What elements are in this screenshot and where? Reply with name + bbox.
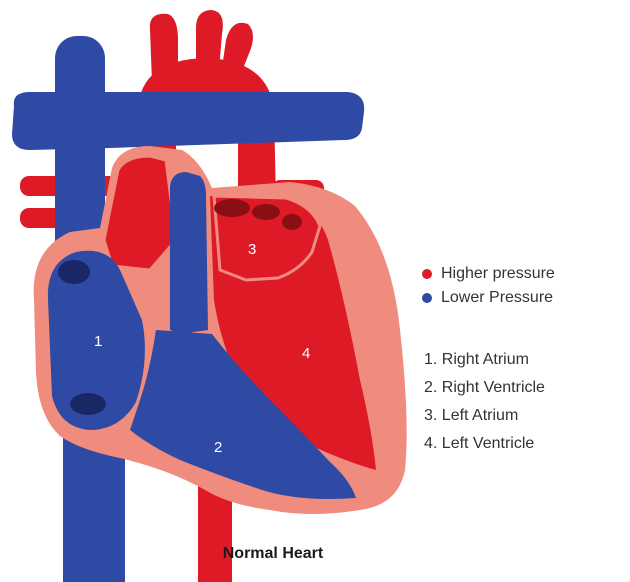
chamber-number-3: 3	[248, 241, 256, 258]
left-atrium-opening	[214, 199, 250, 217]
legend-label: Lower Pressure	[441, 289, 553, 307]
left-atrium-opening	[282, 214, 302, 230]
vena-cava-opening	[58, 260, 90, 284]
chamber-list-item: 2. Right Ventricle	[424, 374, 545, 402]
legend-label: Higher pressure	[441, 265, 555, 283]
chamber-list-item: 3. Left Atrium	[424, 402, 545, 430]
chamber-number-2: 2	[214, 439, 222, 456]
legend-item-high: Higher pressure	[422, 262, 555, 286]
chamber-number-1: 1	[94, 333, 102, 350]
pressure-legend: Higher pressure Lower Pressure	[422, 262, 555, 310]
chamber-list-item: 1. Right Atrium	[424, 346, 545, 374]
vena-cava-opening	[70, 393, 106, 415]
legend-item-low: Lower Pressure	[422, 286, 555, 310]
diagram-caption: Normal Heart	[203, 545, 343, 563]
chamber-number-4: 4	[302, 345, 310, 362]
left-atrium-opening	[252, 204, 280, 220]
low-pressure-dot-icon	[422, 293, 432, 303]
pulmonary-trunk	[170, 172, 208, 334]
chamber-list: 1. Right Atrium 2. Right Ventricle 3. Le…	[424, 346, 545, 458]
pulmonary-artery	[12, 92, 364, 150]
high-pressure-dot-icon	[422, 269, 432, 279]
chamber-list-item: 4. Left Ventricle	[424, 430, 545, 458]
